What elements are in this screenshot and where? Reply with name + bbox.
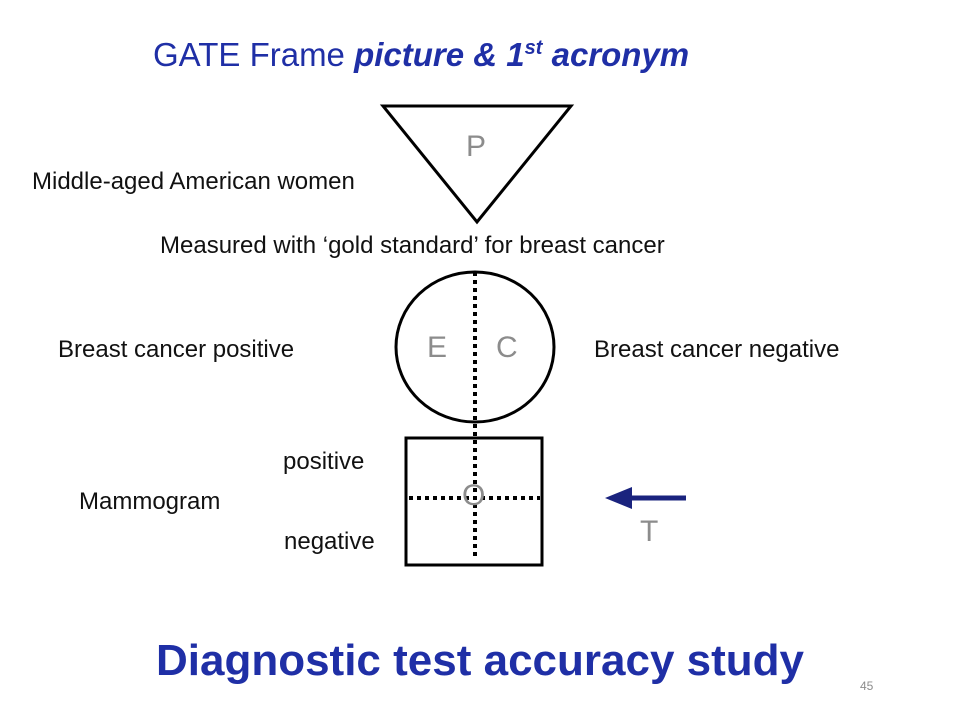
title-suffix: acronym [542,36,690,73]
population-letter: P [466,130,487,163]
test-label: Mammogram [79,488,221,515]
reference-standard-label: Measured with ‘gold standard’ for breast… [160,232,665,259]
title-emphasis-text: picture & 1 [354,36,525,73]
test-negative-label: negative [284,528,375,555]
title-superscript: st [524,37,543,59]
exposure-label: Breast cancer positive [58,336,295,363]
comparison-letter: C [496,331,518,364]
title-emphasis: picture & 1st acronym [354,36,689,73]
page-number: 45 [860,679,874,693]
title-prefix: GATE Frame [153,36,355,73]
population-triangle [379,104,575,225]
test-positive-label: positive [283,448,365,475]
slide-title: GATE Frame picture & 1st acronym [153,36,689,74]
outcome-letter: O [462,479,486,512]
test-arrow-head [605,487,632,509]
footer-heading: Diagnostic test accuracy study [155,636,804,685]
comparison-label: Breast cancer negative [594,336,840,363]
outcome-box [404,436,544,567]
population-label: Middle-aged American women [32,168,355,195]
test-letter: T [640,515,659,548]
exposure-letter: E [427,331,448,364]
